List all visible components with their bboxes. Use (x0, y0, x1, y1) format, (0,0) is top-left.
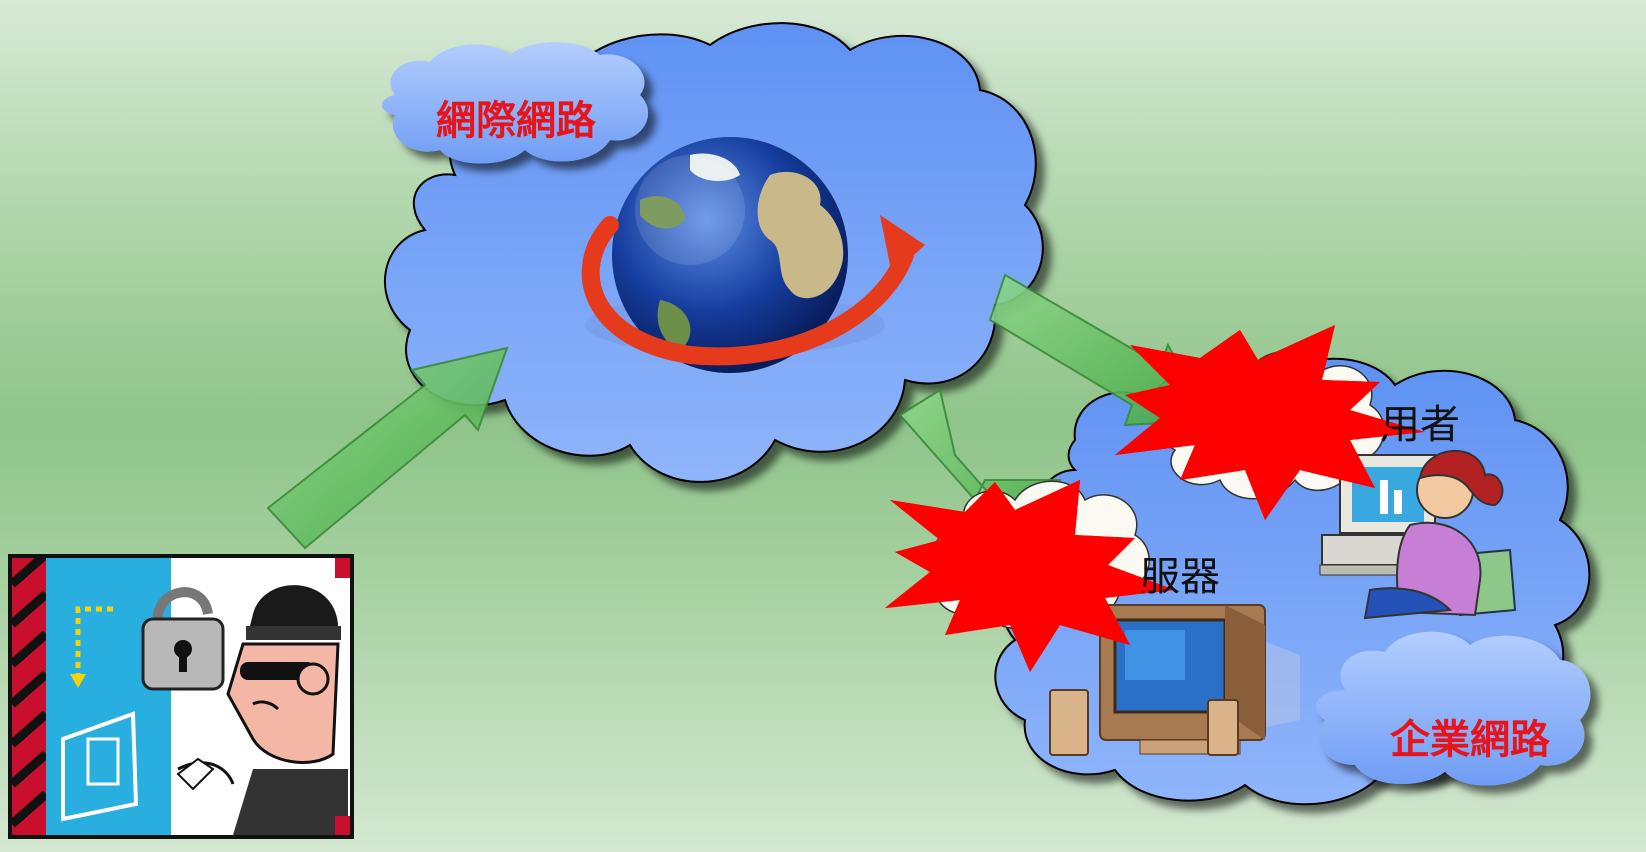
server-label: 服器 (1140, 554, 1220, 600)
internet-label-cloud (381, 42, 649, 164)
internet-label: 網際網路 (436, 97, 596, 144)
enterprise-label: 企業網路 (1390, 716, 1550, 763)
globe-icon (581, 137, 925, 373)
arrow-attacker-to-internet (266, 346, 509, 550)
enterprise-label-cloud (1315, 631, 1591, 786)
user-label: 用者 (1380, 402, 1460, 448)
attacker-illustration (8, 554, 354, 839)
